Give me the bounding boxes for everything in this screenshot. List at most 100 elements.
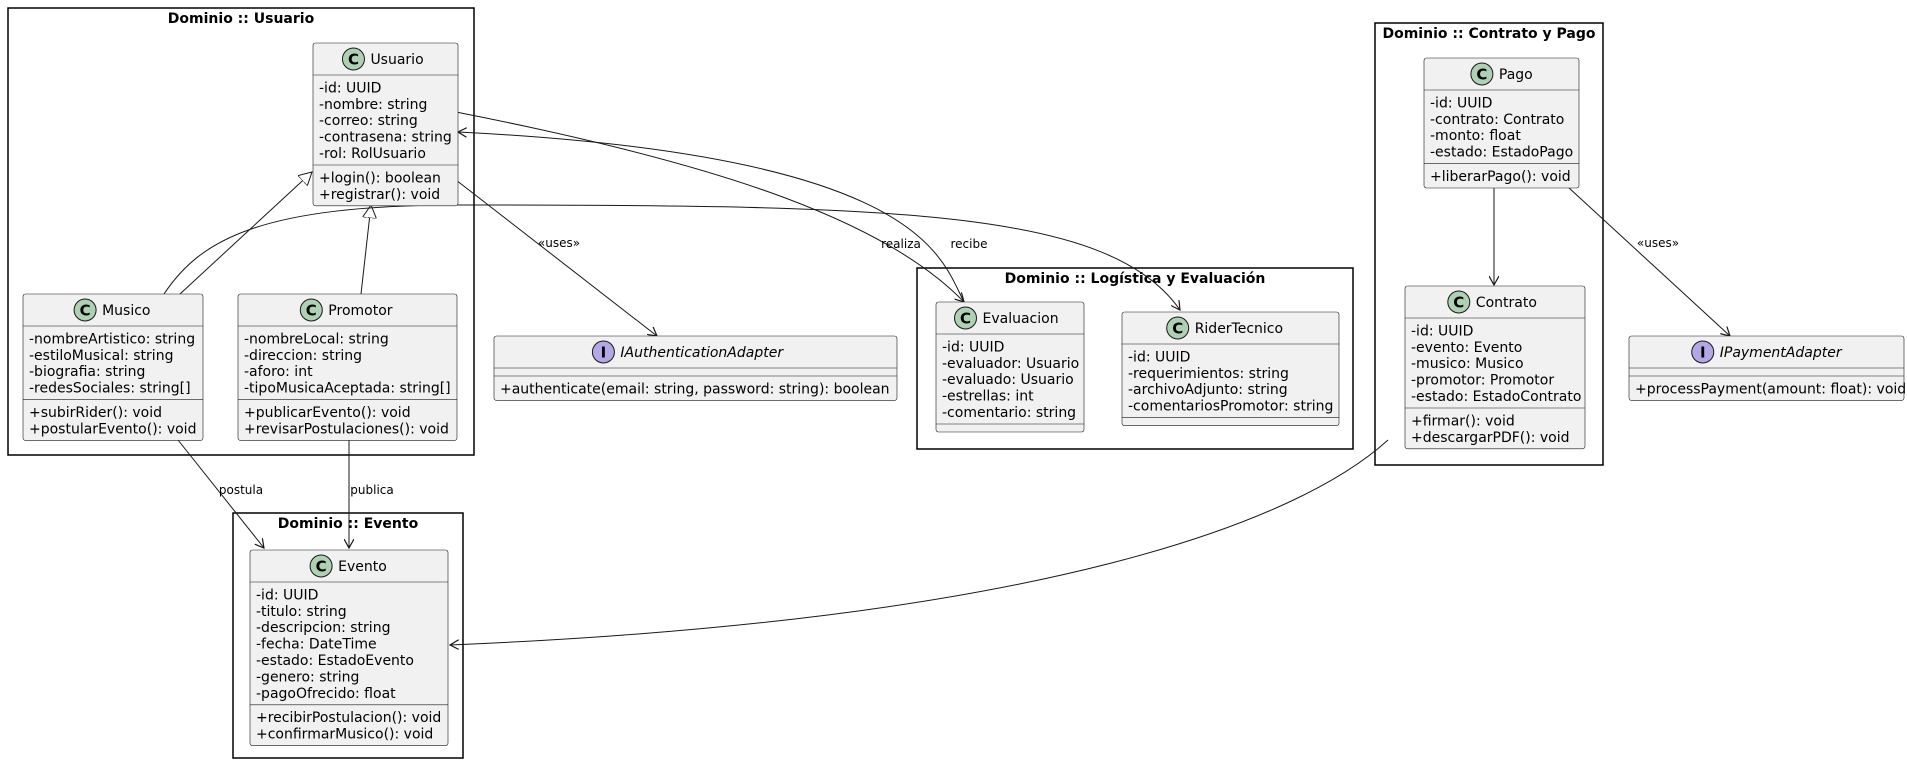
class-attribute: -evento: Evento — [1411, 340, 1522, 356]
class-attribute: -id: UUID — [942, 339, 1004, 355]
class-attribute: -biografia: string — [29, 364, 145, 380]
edge-evaluacion-usuario — [458, 132, 965, 303]
class-method: +registrar(): void — [319, 187, 440, 203]
edge-contrato-evento — [450, 439, 1389, 645]
class-method: +publicarEvento(): void — [244, 405, 411, 421]
edge-usuario-evaluacion — [455, 111, 964, 302]
relation-labels: «uses» realiza recibe postula publica «u… — [219, 236, 1679, 497]
package-title: Dominio :: Evento — [278, 516, 419, 532]
class-attribute: -id: UUID — [1128, 349, 1190, 365]
class-attribute: -correo: string — [319, 113, 418, 129]
stereotype-letter: C — [960, 310, 971, 328]
class-attribute: -aforo: int — [244, 364, 313, 380]
class-box — [22, 293, 204, 441]
stereotype-letter: C — [80, 302, 91, 320]
edge-label: «uses» — [1637, 236, 1679, 250]
class-box — [1121, 311, 1340, 426]
class-name: IAuthenticationAdapter — [620, 345, 784, 361]
class-attribute: -rol: RolUsuario — [319, 146, 426, 162]
class-attribute: -descripcion: string — [256, 620, 390, 636]
edge-label: postula — [219, 483, 263, 497]
class-attribute: -monto: float — [1430, 128, 1521, 144]
interface-icon — [591, 340, 615, 364]
package-title: Dominio :: Usuario — [168, 11, 315, 27]
class-attribute: -estrellas: int — [942, 389, 1034, 405]
edge-musico-evento — [177, 439, 264, 548]
class-method: +authenticate(email: string, password: s… — [500, 381, 890, 397]
class-attribute: -musico: Musico — [1411, 356, 1524, 372]
class-method: +recibirPostulacion(): void — [256, 710, 441, 726]
edge-usuario-iauth — [455, 179, 657, 336]
edge-label: realiza — [881, 237, 921, 251]
class-name: Pago — [1499, 67, 1533, 83]
class-attribute: -contrato: Contrato — [1430, 112, 1564, 128]
class-attribute: -comentario: string — [942, 405, 1076, 421]
class-name: IPaymentAdapter — [1720, 345, 1843, 361]
stereotype-letter: I — [601, 344, 607, 362]
stereotype-letter: I — [1700, 344, 1706, 362]
class-ipay: IPaymentAdapterI+processPayment(amount: … — [1628, 335, 1906, 401]
class-attribute: -redesSociales: string[] — [29, 381, 191, 397]
edge-label: publica — [350, 483, 393, 497]
stereotype-letter: C — [1172, 320, 1183, 338]
class-method: +liberarPago(): void — [1430, 169, 1571, 185]
class-icon — [1447, 290, 1471, 314]
edge-promotor-usuario — [360, 205, 371, 295]
class-attribute: -id: UUID — [1430, 95, 1492, 111]
class-method: +login(): boolean — [319, 170, 441, 186]
class-attribute: -requerimientos: string — [1128, 366, 1289, 382]
package-title: Dominio :: Contrato y Pago — [1382, 26, 1595, 42]
class-attribute: -estado: EstadoContrato — [1411, 389, 1581, 405]
class-attribute: -id: UUID — [256, 587, 318, 603]
class-name: RiderTecnico — [1195, 321, 1283, 337]
class-method: +subirRider(): void — [29, 405, 162, 421]
relations — [163, 111, 1730, 645]
class-attribute: -pagoOfrecido: float — [256, 686, 396, 702]
edge-label: «uses» — [538, 236, 580, 250]
class-attribute: -evaluador: Usuario — [942, 356, 1079, 372]
class-attribute: -archivoAdjunto: string — [1128, 382, 1288, 398]
class-icon — [309, 554, 333, 578]
class-attribute: -direccion: string — [244, 348, 362, 364]
class-attribute: -genero: string — [256, 669, 359, 685]
class-name: Promotor — [328, 303, 392, 319]
class-icon — [73, 298, 97, 322]
class-attribute: -nombreArtistico: string — [29, 331, 195, 347]
stereotype-letter: C — [1453, 294, 1464, 312]
class-name: Contrato — [1476, 295, 1537, 311]
class-attribute: -evaluado: Usuario — [942, 372, 1074, 388]
package-evento: Dominio :: Evento — [232, 512, 464, 759]
class-method: +postularEvento(): void — [29, 421, 196, 437]
class-attribute: -tipoMusicaAceptada: string[] — [244, 381, 451, 397]
class-icon — [341, 47, 365, 71]
package-title: Dominio :: Logística y Evaluación — [1005, 271, 1266, 287]
class-attribute: -comentariosPromotor: string — [1128, 399, 1333, 415]
stereotype-letter: C — [316, 558, 327, 576]
class-name: Usuario — [370, 52, 423, 68]
class-attribute: -nombreLocal: string — [244, 331, 389, 347]
class-icon — [1166, 316, 1190, 340]
edge-musico-usuario — [179, 172, 312, 295]
class-box — [1423, 57, 1580, 189]
stereotype-letter: C — [1476, 66, 1487, 84]
class-attribute: -estado: EstadoPago — [1430, 145, 1573, 161]
class-attribute: -nombre: string — [319, 97, 427, 113]
class-name: Evaluacion — [983, 311, 1059, 327]
class-name: Evento — [338, 559, 387, 575]
class-method: +confirmarMusico(): void — [256, 727, 433, 743]
class-rider: RiderTecnico C -id: UUID-requerimientos: s… — [1121, 311, 1340, 426]
interface-icon — [1691, 340, 1715, 364]
class-name: Musico — [102, 303, 150, 319]
class-icon — [954, 306, 977, 330]
class-icon — [1470, 62, 1494, 86]
class-attribute: -id: UUID — [319, 80, 381, 96]
class-attribute: -titulo: string — [256, 604, 347, 620]
class-box — [237, 293, 458, 441]
class-attribute: -estado: EstadoEvento — [256, 653, 414, 669]
class-icon — [299, 298, 323, 322]
